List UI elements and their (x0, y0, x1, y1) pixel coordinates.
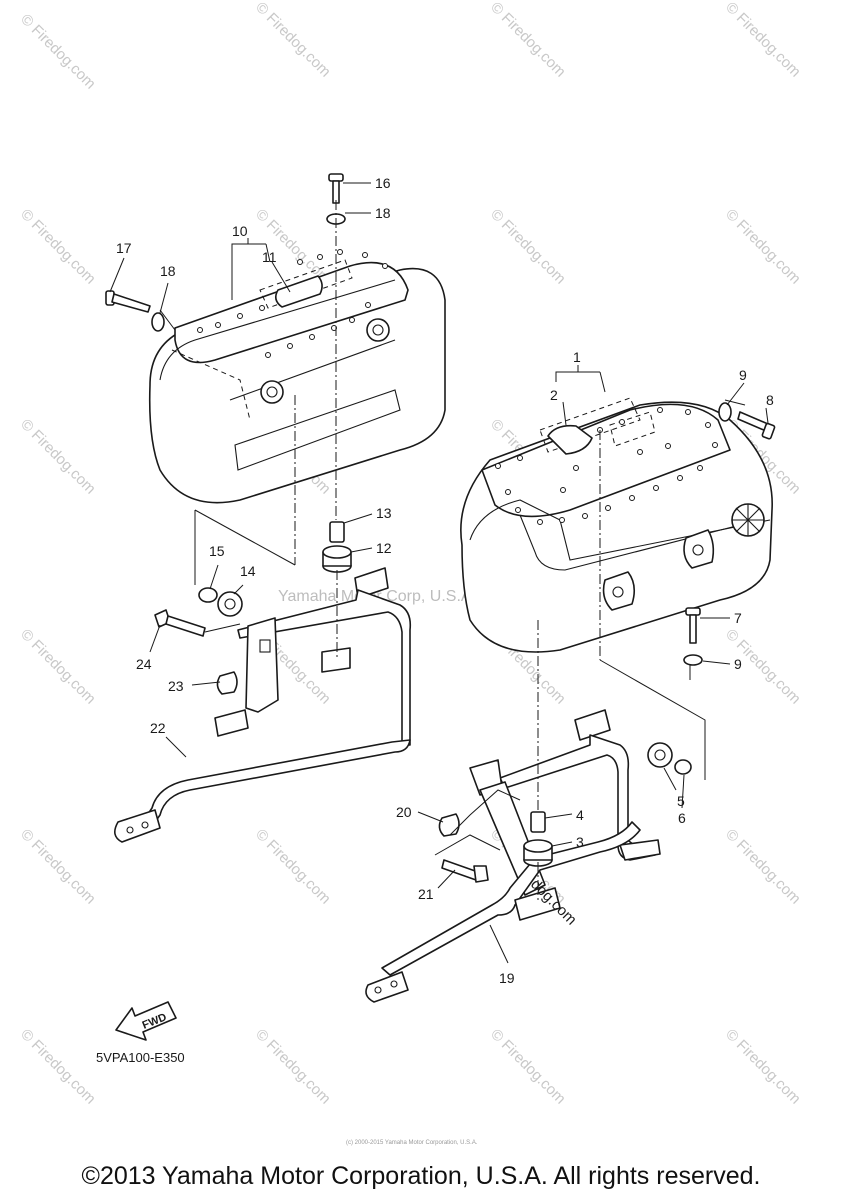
grommet-12 (322, 545, 352, 573)
callout-16: 16 (375, 175, 391, 191)
callout-24: 24 (136, 656, 152, 672)
watermark: © Firedog.com (17, 1026, 99, 1108)
washer-9-top (718, 402, 732, 422)
fine-print: (c) 2000-2015 Yamaha Motor Corporation, … (346, 1140, 478, 1146)
left-saddlebag (148, 249, 446, 504)
callout-22: 22 (150, 720, 166, 736)
watermark: © Firedog.com (252, 826, 334, 908)
watermark: © Firedog.com (17, 11, 99, 93)
fwd-arrow-icon: FWD (115, 1001, 177, 1041)
watermark: © Firedog.com (487, 0, 569, 81)
left-stay-bracket (114, 567, 412, 843)
watermark: © Firedog.com (17, 626, 99, 708)
watermark: © Firedog.com (252, 1026, 334, 1108)
grommet-14 (217, 591, 243, 617)
callout-10: 10 (232, 223, 248, 239)
callout-11: 11 (262, 249, 277, 265)
watermark: © Firedog.com (722, 0, 804, 81)
callout-2: 2 (550, 387, 558, 403)
callout-12: 12 (376, 540, 392, 556)
washer-18-left (151, 312, 165, 332)
right-saddlebag (460, 397, 773, 653)
copyright-notice: ©2013 Yamaha Motor Corporation, U.S.A. A… (81, 1162, 761, 1190)
watermark: © Firedog.com (17, 416, 99, 498)
callouts: 1 2 3 4 5 6 7 8 9 9 10 11 1 (109, 175, 774, 986)
bolt-21 (441, 859, 489, 883)
callout-4: 4 (576, 807, 584, 823)
watermark: © Firedog.com (487, 206, 569, 288)
callout-14: 14 (240, 563, 256, 579)
callout-5: 5 (677, 793, 685, 809)
callout-17: 17 (116, 240, 132, 256)
diagram-code: 5VPA100-E350 (96, 1050, 185, 1065)
callout-7: 7 (734, 610, 742, 626)
callout-9-lower: 9 (734, 656, 742, 672)
callout-13: 13 (376, 505, 392, 521)
collar-13 (329, 521, 345, 543)
watermark: © Firedog.com (17, 826, 99, 908)
callout-23: 23 (168, 678, 184, 694)
bolt-16 (328, 173, 344, 204)
watermark: © Firedog.com (722, 1026, 804, 1108)
callout-19: 19 (499, 970, 515, 986)
callout-8: 8 (766, 392, 774, 408)
callout-15: 15 (209, 543, 225, 559)
reflector-icon (731, 503, 765, 537)
callout-18-top: 18 (375, 205, 391, 221)
collar-4 (530, 811, 546, 833)
watermark: © Firedog.com (17, 206, 99, 288)
assembly-lines (159, 200, 746, 900)
bolt-24 (154, 609, 206, 637)
callout-9-top: 9 (739, 367, 747, 383)
callout-20: 20 (396, 804, 412, 820)
callout-21: 21 (418, 886, 434, 902)
cap-20 (438, 813, 460, 837)
washer-9-lower (683, 654, 703, 666)
right-stay-bracket (365, 709, 661, 1003)
bolt-8 (737, 411, 776, 440)
watermark: © Firedog.com (722, 206, 804, 288)
grommet-5 (647, 742, 673, 768)
cap-23 (216, 671, 238, 695)
callout-1: 1 (573, 349, 581, 365)
bolt-17 (105, 290, 151, 313)
callout-18-left: 18 (160, 263, 176, 279)
callout-6: 6 (678, 810, 686, 826)
watermark: © Firedog.com (487, 1026, 569, 1108)
watermark: © Firedog.com (722, 826, 804, 908)
collar-6 (674, 759, 692, 775)
watermark: © Firedog.com (252, 0, 334, 81)
collar-15 (198, 587, 218, 603)
bolt-7 (685, 607, 701, 644)
callout-3: 3 (576, 834, 584, 850)
